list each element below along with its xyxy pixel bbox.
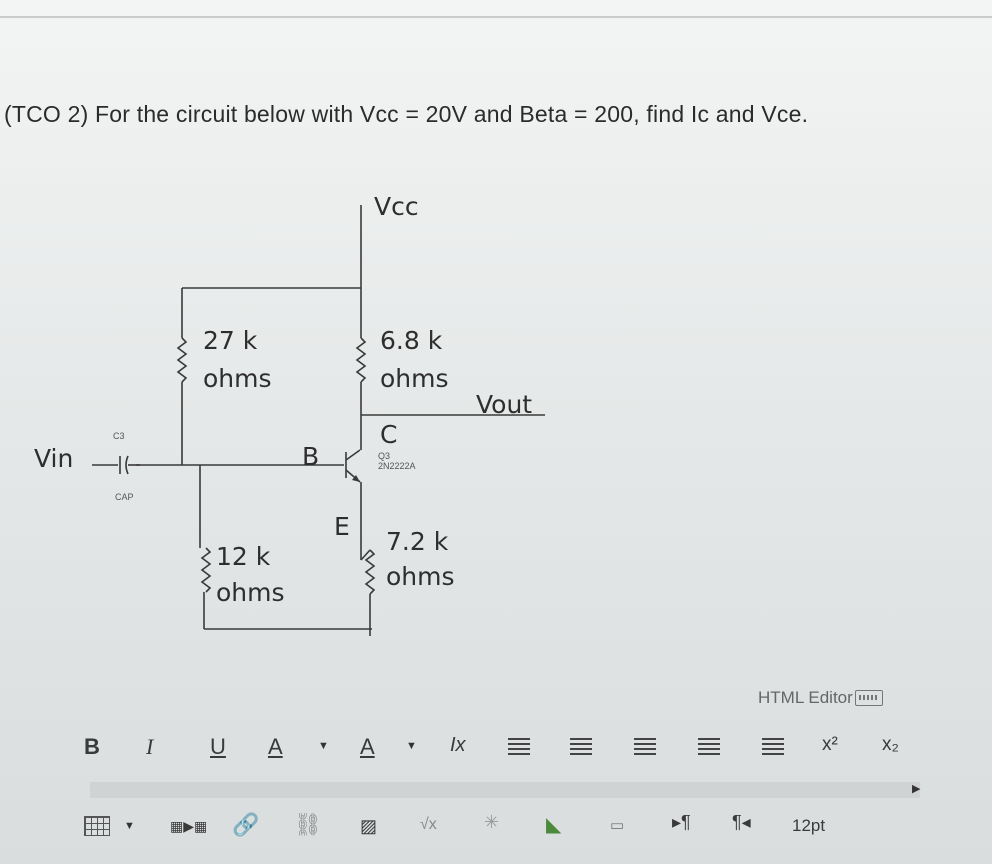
clear-format-button[interactable]: Ix [450, 734, 466, 756]
sqrt-icon: √x [420, 816, 437, 833]
font-color-dropdown-icon[interactable]: ▼ [318, 740, 329, 752]
keyboard-icon [854, 690, 883, 706]
rtl-button[interactable]: ¶◂ [732, 812, 751, 833]
ltr-button[interactable]: ▸¶ [672, 812, 691, 833]
table-button[interactable] [84, 816, 110, 842]
outdent-icon [762, 738, 784, 756]
re-resistor [364, 549, 376, 595]
vout-label: Vout [476, 390, 533, 419]
align-left-button[interactable] [508, 736, 530, 762]
italic-button[interactable]: I [146, 734, 154, 759]
table-dropdown-icon[interactable]: ▼ [124, 820, 135, 832]
embed-icon: ▭ [610, 817, 625, 834]
rc-resistor [355, 337, 367, 383]
emitter-label: E [334, 512, 350, 541]
r1-unit-label: ohms [203, 364, 272, 393]
r1-value-label: 27 k [203, 326, 258, 355]
spellcheck-button[interactable]: ◣ [546, 812, 561, 837]
font-color-button[interactable]: A [268, 734, 283, 759]
align-center-icon [570, 738, 592, 756]
r2-resistor [200, 547, 212, 593]
cap-ref-label: C3 [113, 431, 125, 441]
highlight-button[interactable]: A [360, 734, 375, 759]
transistor-part-label: 2N2222A [378, 461, 416, 471]
align-right-button[interactable] [634, 736, 656, 762]
table-icon [84, 816, 110, 836]
html-editor-toggle[interactable]: HTML Editor [758, 688, 883, 708]
vcc-label: Vcc [374, 192, 419, 221]
insert-image-button[interactable]: ▨ [360, 816, 377, 837]
subscript-button[interactable]: x₂ [882, 734, 899, 755]
indent-button[interactable] [698, 736, 720, 762]
vin-label: Vin [34, 444, 74, 473]
align-right-icon [634, 738, 656, 756]
image-icon: ▨ [360, 816, 378, 836]
transistor-ref-label: Q3 [378, 451, 391, 461]
rc-unit-label: ohms [380, 364, 449, 393]
question-text: (TCO 2) For the circuit below with Vcc =… [4, 101, 809, 127]
indent-icon [698, 738, 720, 756]
underline-button[interactable]: U [210, 734, 226, 759]
r2-value-label: 12 k [216, 542, 271, 571]
media-button[interactable]: ▦▶▦ [170, 818, 207, 835]
toolbar-divider [90, 782, 920, 798]
special-char-icon: ✳ [484, 812, 500, 832]
font-size-select[interactable]: 12pt [792, 816, 826, 835]
bold-button[interactable]: B [84, 734, 100, 759]
link-icon: 🔗 [232, 812, 260, 837]
unlink-button[interactable]: ⛓ [294, 812, 322, 838]
rtl-paragraph-icon: ¶◂ [732, 812, 751, 832]
special-char-button[interactable]: ✳ [484, 812, 499, 833]
highlight-dropdown-icon[interactable]: ▼ [406, 740, 417, 752]
html-editor-label: HTML Editor [758, 688, 853, 707]
editor-toolbar-row1: B I U A ▼ A ▼ Ix x² x₂ [0, 728, 992, 772]
collector-label: C [380, 420, 398, 449]
editor-toolbar-row2: ▼ ▦▶▦ 🔗 ⛓ ▨ √x ✳ ◣ ▭ ▸¶ ¶◂ 12pt [0, 806, 992, 850]
unlink-icon: ⛓ [294, 812, 322, 837]
ltr-paragraph-icon: ▸¶ [672, 812, 691, 832]
r1-resistor [176, 337, 188, 383]
top-border [0, 16, 992, 18]
rc-value-label: 6.8 k [380, 326, 443, 355]
emitter-to-re-wire [360, 549, 371, 561]
media-icon: ▦▶▦ [170, 818, 208, 834]
cap-plate-2 [125, 455, 129, 475]
emitter-arrow [352, 475, 360, 482]
insert-link-button[interactable]: 🔗 [232, 812, 259, 838]
re-unit-label: ohms [386, 562, 455, 591]
cap-type-label: CAP [115, 492, 134, 502]
re-value-label: 7.2 k [386, 527, 449, 556]
base-label: B [302, 442, 320, 471]
r2-unit-label: ohms [216, 578, 285, 607]
align-left-icon [508, 738, 530, 756]
transistor-collector-leg [345, 449, 361, 461]
spellcheck-icon: ◣ [546, 814, 562, 836]
outdent-button[interactable] [762, 736, 784, 762]
superscript-button[interactable]: x² [822, 734, 838, 755]
more-tools-arrow-icon[interactable]: ▶ [912, 783, 921, 795]
align-center-button[interactable] [570, 736, 592, 762]
equation-button[interactable]: √x [420, 816, 437, 834]
embed-button[interactable]: ▭ [610, 816, 624, 834]
